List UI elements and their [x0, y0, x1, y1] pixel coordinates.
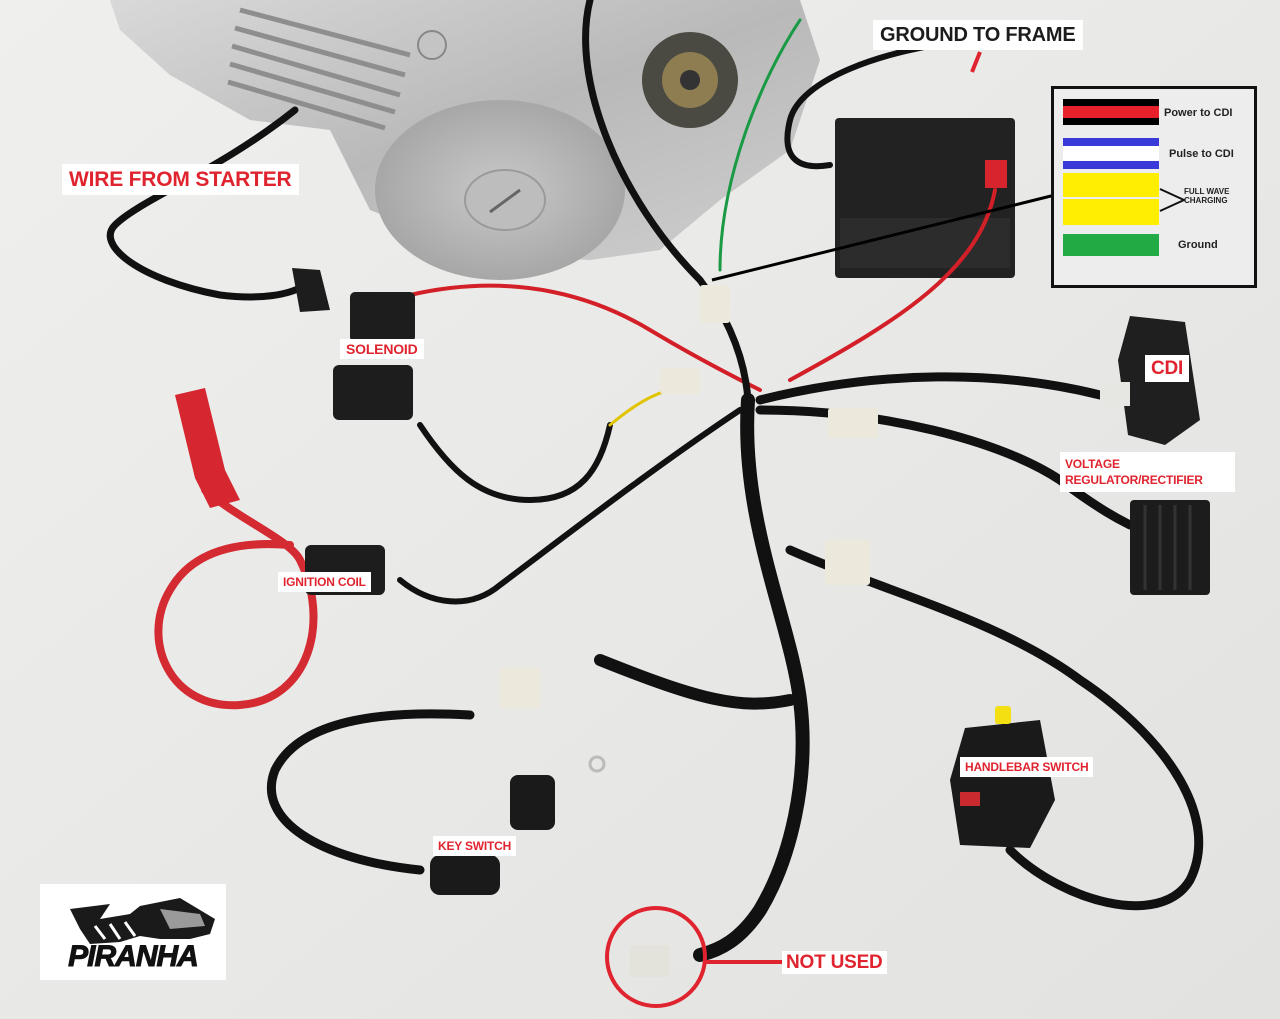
piranha-fish-icon	[70, 898, 215, 944]
blue-wire-swatch	[1063, 138, 1159, 146]
legend-label-full-wave-charging: FULL WAVE CHARGING	[1184, 187, 1230, 206]
voltage-regulator-line2: REGULATOR/RECTIFIER	[1065, 473, 1203, 488]
green-wire-swatch	[1063, 234, 1159, 256]
not-used-label: NOT USED	[782, 951, 887, 974]
blue-wire-swatch	[1063, 161, 1159, 169]
ignition-coil-label: IGNITION COIL	[278, 572, 371, 592]
key-switch-label: KEY SWITCH	[433, 836, 517, 856]
voltage-regulator-line1: VOLTAGE	[1065, 457, 1120, 471]
bracket-icon	[1159, 188, 1187, 212]
wire-color-legend: Power to CDI Pulse to CDI FULL WAVE CHAR…	[1051, 86, 1257, 288]
black-wire-swatch	[1063, 99, 1159, 106]
red-wire-swatch	[1063, 106, 1159, 118]
annotation-pointers	[605, 51, 1056, 1008]
solenoid-label: SOLENOID	[340, 339, 424, 359]
voltage-regulator-rectifier-label: VOLTAGE REGULATOR/RECTIFIER	[1060, 452, 1235, 493]
legend-label-ground: Ground	[1178, 239, 1218, 251]
ground-to-frame-label: GROUND TO FRAME	[873, 20, 1083, 50]
yellow-wire-swatch	[1063, 173, 1159, 197]
legend-label-power-to-cdi: Power to CDI	[1164, 107, 1233, 119]
black-wire-swatch	[1063, 118, 1159, 125]
cdi-label: CDI	[1145, 355, 1190, 382]
piranha-logo: PIRANHA	[40, 884, 226, 980]
wire-from-starter-label: WIRE FROM STARTER	[62, 164, 299, 195]
components	[175, 268, 1210, 977]
battery	[835, 118, 1015, 278]
yellow-wire-swatch	[1063, 199, 1159, 225]
white-wire-swatch	[1063, 146, 1159, 161]
legend-label-pulse-to-cdi: Pulse to CDI	[1169, 148, 1234, 160]
engine	[110, 0, 820, 280]
wires	[106, 0, 1204, 962]
handlebar-switch-label: HANDLEBAR SWITCH	[960, 757, 1094, 777]
logo-wordmark: PIRANHA	[68, 940, 200, 974]
